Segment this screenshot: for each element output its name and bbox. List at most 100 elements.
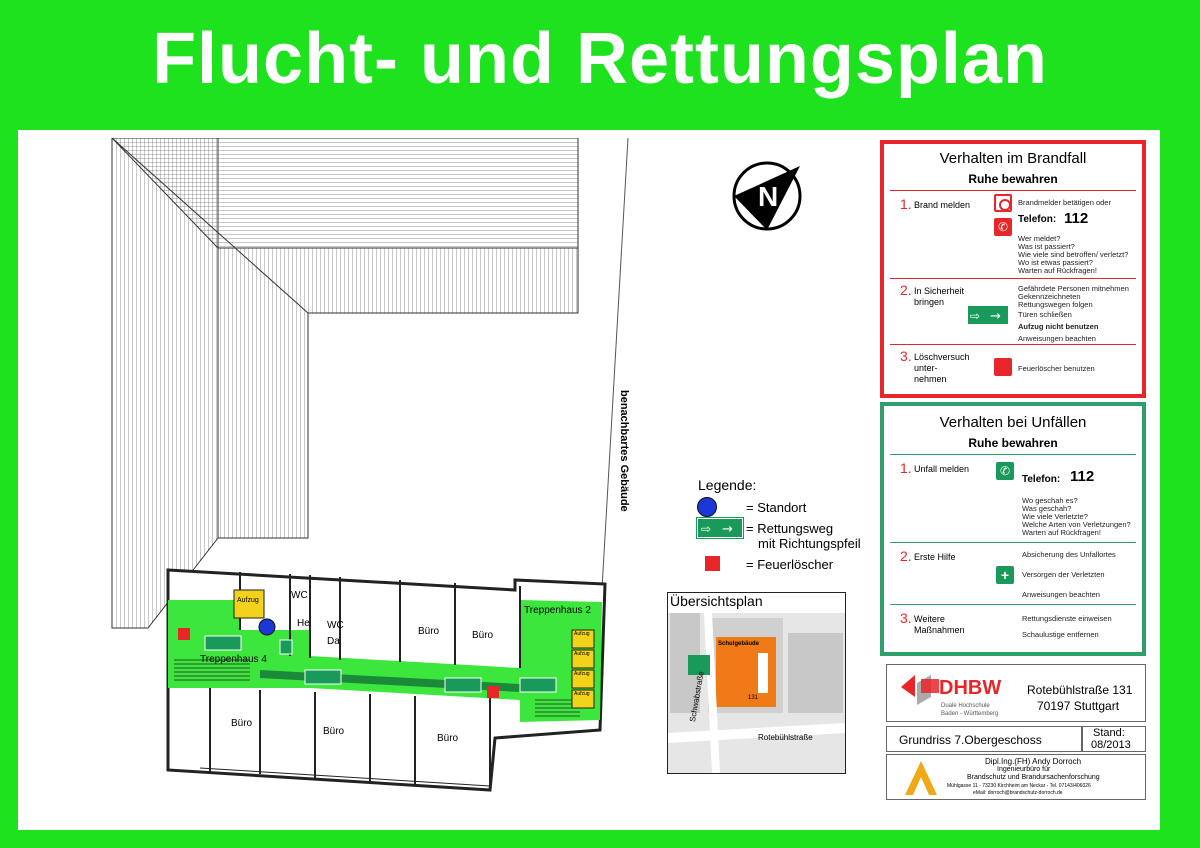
compass-letter: N (758, 181, 778, 212)
unfall-step2-num: 2. (900, 548, 912, 564)
overview-street-2: Rotebühlstraße (758, 733, 813, 742)
unfall-step3-label-2: Maßnahmen (914, 625, 965, 635)
brandfall-phone-number: 112 (1064, 210, 1089, 227)
brandfall-step3-label-3: nehmen (914, 374, 947, 384)
brandfall-step2-label-2: bringen (914, 297, 945, 307)
unfall-s2-l3: Anweisungen beachten (1022, 590, 1100, 599)
unfall-q5: Warten auf Rückfragen! (1022, 528, 1101, 537)
dhbw-logo-icon (901, 675, 939, 705)
brandfall-box: Verhalten im Brandfall Ruhe bewahren 1. … (880, 140, 1146, 398)
svg-text:⇨: ⇨ (701, 522, 711, 536)
address-line-2: 70197 Stuttgart (1037, 699, 1120, 713)
overview-building: Schulgebäude (718, 641, 760, 647)
brandfall-step3-label-1: Löschversuch (914, 352, 970, 362)
exit-arrow-icon: ⇨→ (696, 517, 744, 539)
phone-icon: ✆ (996, 462, 1014, 480)
brandfall-subtitle: Ruhe bewahren (968, 172, 1058, 186)
legend-rettungsweg: = Rettungsweg (746, 521, 834, 536)
titleblock-stand-cell: Stand: 08/2013 (1082, 726, 1146, 752)
brandfall-step3-num: 3. (900, 348, 912, 364)
brandfall-s2-l6: Anweisungen beachten (1018, 334, 1096, 343)
brandfall-q5: Warten auf Rückfragen! (1018, 266, 1097, 275)
unfall-q4: Welche Arten von Verletzungen? (1022, 520, 1131, 529)
unfall-s2-l1: Absicherung des Unfallortes (1022, 550, 1116, 559)
unfall-s3-l1: Rettungsdienste einweisen (1022, 614, 1112, 623)
svg-text:→: → (722, 522, 733, 537)
brandfall-s3-l1: Feuerlöscher benutzen (1018, 364, 1095, 373)
brandfall-step1-num: 1. (900, 196, 912, 212)
unfall-q1: Wo geschah es? (1022, 496, 1078, 505)
room-aufzug-small-3: Aufzug (574, 671, 590, 677)
unfall-step3-label-1: Weitere (914, 614, 945, 624)
room-treppenhaus-4: Treppenhaus 4 (200, 654, 267, 665)
legend-feuerloescher: = Feuerlöscher (746, 557, 834, 572)
titleblock-author-cell: Dipl.Ing.(FH) Andy Dorroch Ingenieurbüro… (886, 754, 1146, 800)
standort-icon (697, 497, 717, 517)
exit-arrow-icon: ⇨→ (968, 306, 1008, 324)
brandfall-s2-l2: Gekennzeichneten (1018, 292, 1081, 301)
brandfall-step2-num: 2. (900, 282, 912, 298)
brandfall-phone-label: Telefon: (1018, 214, 1057, 225)
room-buero-top-2: Büro (472, 630, 494, 641)
brandfall-s2-l5: Aufzug nicht benutzen (1018, 322, 1099, 331)
brandfall-s2-l3: Rettungswegen folgen (1018, 300, 1093, 309)
brandfall-title: Verhalten im Brandfall (939, 150, 1087, 167)
author-2: Ingenieurbüro für (997, 766, 1051, 773)
brandfall-q1: Wer meldet? (1018, 234, 1061, 243)
brandfall-q2: Was ist passiert? (1018, 242, 1075, 251)
neighbor-building-label: benachbartes Gebäude (618, 390, 630, 512)
plan-title: Flucht- und Rettungsplan (152, 19, 1048, 99)
svg-text:→: → (990, 309, 1001, 324)
room-buero-bottom-3: Büro (437, 733, 459, 744)
overview-title: Übersichtsplan (670, 593, 763, 609)
address-line-1: Rotebühlstraße 131 (1027, 683, 1133, 697)
room-aufzug-small-2: Aufzug (574, 651, 590, 657)
author-5: eMail: dorroch@brandschutz-dorroch.de (973, 790, 1063, 796)
room-wc-1: WC (291, 590, 308, 601)
plan-name: Grundriss 7.Obergeschoss (899, 733, 1042, 747)
room-aufzug-small-4: Aufzug (574, 691, 590, 697)
stand-value: 08/2013 (1091, 739, 1131, 751)
overview-number: 131 (748, 695, 759, 701)
room-he: He (297, 618, 310, 629)
floor-plan (166, 568, 607, 792)
brandfall-q3: Wie viele sind betroffen/ verletzt? (1018, 250, 1129, 259)
unfall-s3-l2: Schaulustige entfernen (1022, 630, 1099, 639)
brandfall-step1-line1: Brandmelder betätigen oder (1018, 198, 1111, 207)
author-3: Brandschutz und Brandursachenforschung (967, 774, 1100, 781)
room-treppenhaus-2: Treppenhaus 2 (524, 605, 591, 616)
separator (890, 542, 1136, 543)
room-buero-bottom-2: Büro (323, 726, 345, 737)
unfall-q3: Wie viele Verletzte? (1022, 512, 1088, 521)
unfall-step1-label: Unfall melden (914, 464, 970, 474)
unfall-box: Verhalten bei Unfällen Ruhe bewahren 1. … (880, 402, 1146, 656)
stand-label: Stand: (1093, 727, 1125, 739)
unfall-subtitle: Ruhe bewahren (968, 436, 1058, 450)
brandfall-s2-l1: Gefährdete Personen mitnehmen (1018, 284, 1129, 293)
room-aufzug-small-1: Aufzug (574, 631, 590, 637)
room-buero-bottom-1: Büro (231, 718, 253, 729)
unfall-step3-num: 3. (900, 610, 912, 626)
unfall-q2: Was geschah? (1022, 504, 1072, 513)
unfall-title: Verhalten bei Unfällen (939, 414, 1087, 431)
legend-title: Legende: (698, 477, 757, 493)
unfall-phone-number: 112 (1070, 468, 1095, 485)
room-aufzug: Aufzug (237, 597, 259, 604)
brandfall-step3-label-2: unter- (914, 363, 938, 373)
dhbw-sub-1: Duale Hochschule (941, 703, 990, 709)
north-arrow-icon: N (732, 161, 802, 231)
fire-extinguisher-icon (705, 556, 720, 571)
unfall-s2-l2: Versorgen der Verletzten (1022, 570, 1105, 579)
phone-icon: ✆ (994, 218, 1012, 236)
legend-rettungsweg-2: mit Richtungspfeil (758, 536, 861, 551)
brandfall-step2-label-1: In Sicherheit (914, 286, 965, 296)
separator (890, 344, 1136, 345)
separator (890, 604, 1136, 605)
separator (890, 278, 1136, 279)
svg-text:⇨: ⇨ (970, 309, 980, 323)
unfall-phone-label: Telefon: (1022, 474, 1061, 485)
brandfall-step1-label: Brand melden (914, 200, 971, 210)
separator (890, 190, 1136, 191)
separator (890, 454, 1136, 455)
fire-extinguisher-icon (994, 358, 1012, 376)
